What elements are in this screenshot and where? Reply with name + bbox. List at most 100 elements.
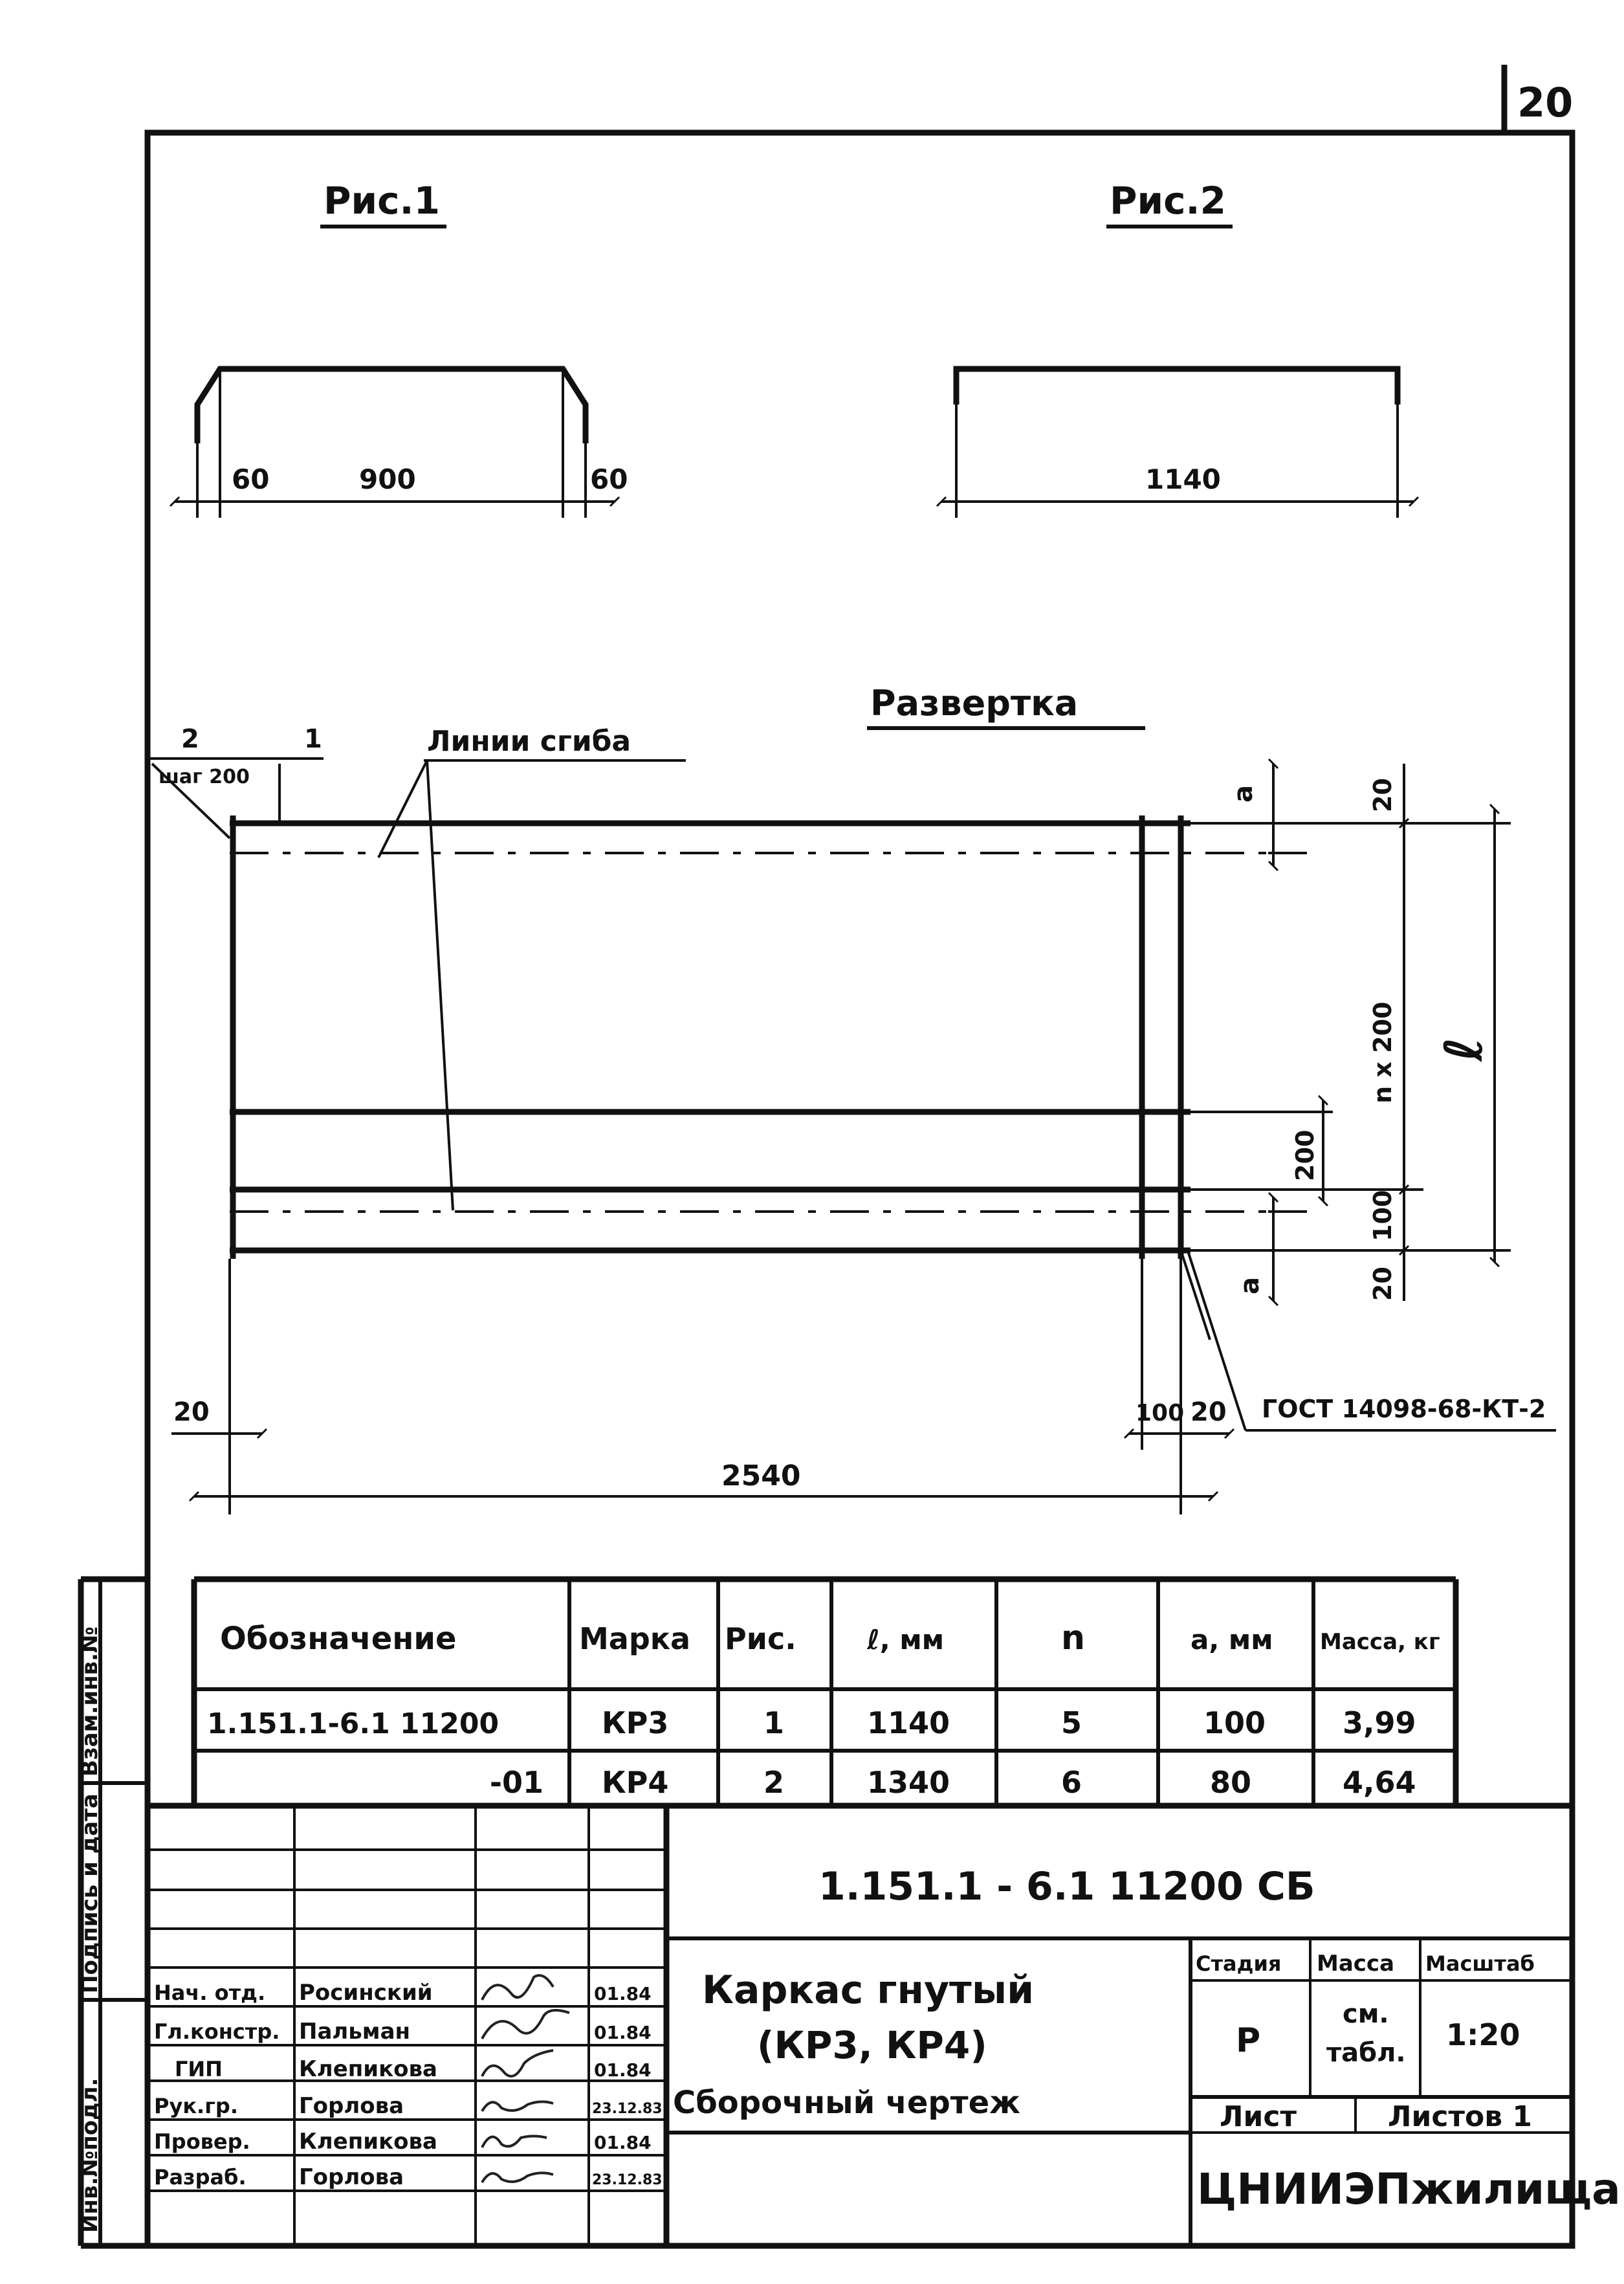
stamp-inv-no: Инв.№подл. <box>77 2078 103 2233</box>
person-role: Нач. отд. <box>154 1980 265 2005</box>
row1-length: 1140 <box>867 1705 950 1740</box>
person-row: Провер. Клепикова 01.84 <box>154 2129 652 2155</box>
person-signature <box>481 2171 554 2184</box>
stamp-signature-date: Подпись и дата <box>77 1793 103 1993</box>
fig2-dim: 1140 <box>1145 463 1221 495</box>
th-mark: Марка <box>579 1621 690 1656</box>
pitch-label: шаг 200 <box>159 766 250 788</box>
person-date: 01.84 <box>594 2022 652 2043</box>
mass-header: Масса <box>1317 1951 1394 1977</box>
th-designation: Обозначение <box>220 1621 457 1657</box>
mass-value-line1: см. <box>1343 1999 1389 2029</box>
fig2: Рис.2 1140 <box>936 179 1420 518</box>
dim-20-top: 20 <box>1368 778 1397 812</box>
person-signature <box>481 1974 554 2001</box>
person-date: 01.84 <box>594 2059 652 2081</box>
page-number-box: 20 <box>1501 65 1573 136</box>
person-role: Гл.констр. <box>154 2019 280 2044</box>
sheet-label: Лист <box>1220 2100 1297 2133</box>
dim-20-bottom-right: 20 <box>1191 1397 1227 1427</box>
row2-a: 80 <box>1210 1765 1251 1800</box>
person-date: 23.12.83 <box>592 2101 663 2117</box>
mass-value-line2: табл. <box>1326 2038 1406 2068</box>
fig1-title: Рис.1 <box>324 179 440 223</box>
sheets-label: Листов 1 <box>1388 2100 1532 2133</box>
person-row: Разраб. Горлова 23.12.83 <box>154 2164 663 2190</box>
development-title: Развертка <box>870 683 1078 724</box>
dim-100-right: 100 <box>1368 1190 1397 1241</box>
fig2-frame-shape <box>953 366 1401 405</box>
dim-a-top: a <box>1229 785 1258 803</box>
th-mass: Масса, кг <box>1320 1629 1440 1655</box>
th-n: n <box>1061 1619 1085 1658</box>
title-block: 1.151.1 - 6.1 11200 СБ Каркас гнутый (КР… <box>148 1802 1621 2246</box>
doc-name-line2: (КР3, КР4) <box>757 2023 987 2067</box>
person-date: 01.84 <box>594 2132 652 2153</box>
organization: ЦНИИЭПжилища <box>1197 2164 1621 2214</box>
development-view: Развертка Линии сгиба 2 1 шаг 200 <box>148 683 1556 1514</box>
row1-mark: КР3 <box>602 1705 668 1740</box>
sheet-frame <box>144 129 1575 2249</box>
dim-200: 200 <box>1291 1130 1319 1181</box>
person-row: Нач. отд. Росинский 01.84 <box>154 1974 652 2006</box>
stamp-replaced-inv: Взам.инв.№ <box>77 1626 103 1777</box>
fig2-title: Рис.2 <box>1110 179 1226 223</box>
th-fig: Рис. <box>725 1621 796 1656</box>
fig1-frame-shape <box>194 366 589 443</box>
row2-n: 6 <box>1061 1765 1082 1800</box>
row2-fig: 2 <box>763 1765 784 1800</box>
bar-position-1: 1 <box>304 724 322 754</box>
spec-table: Обозначение Марка Рис. ℓ, мм n a, мм Мас… <box>191 1576 1459 1806</box>
fig1-dim-left: 60 <box>232 463 269 495</box>
scale-header: Масштаб <box>1425 1951 1535 1976</box>
doc-name-line1: Каркас гнутый <box>702 1968 1034 2013</box>
row2-length: 1340 <box>867 1765 950 1800</box>
scale-value: 1:20 <box>1446 2017 1520 2052</box>
dim-n200: n x 200 <box>1368 1002 1397 1103</box>
row2-designation: -01 <box>490 1765 543 1800</box>
person-name: Клепикова <box>299 2129 437 2155</box>
dim-a-bottom: a <box>1235 1277 1265 1294</box>
doc-name-line3: Сборочный чертеж <box>673 2085 1020 2121</box>
row1-n: 5 <box>1061 1705 1082 1740</box>
th-length: ℓ, мм <box>866 1624 944 1656</box>
person-role: ГИП <box>175 2057 223 2081</box>
dim-100-bottom: 100 <box>1136 1400 1184 1426</box>
person-signature <box>481 2100 554 2112</box>
person-role: Провер. <box>154 2129 250 2154</box>
row2-mass: 4,64 <box>1343 1765 1416 1800</box>
stage-value: Р <box>1236 2021 1260 2060</box>
person-date: 23.12.83 <box>592 2172 663 2188</box>
row2-mark: КР4 <box>602 1765 668 1800</box>
weld-note: ГОСТ 14098-68-КТ-2 <box>1262 1395 1546 1423</box>
person-role: Рук.гр. <box>154 2094 238 2118</box>
row1-mass: 3,99 <box>1343 1705 1416 1740</box>
person-row: Гл.констр. Пальман 01.84 <box>154 2009 652 2045</box>
bend-lines-label: Линии сгиба <box>427 725 631 758</box>
person-name: Горлова <box>299 2093 404 2119</box>
fig1: Рис.1 60 900 60 <box>169 179 628 518</box>
dim-l: ℓ <box>1434 1037 1494 1063</box>
bar-position-2: 2 <box>181 724 199 754</box>
side-stamp: Инв.№подл. Подпись и дата Взам.инв.№ <box>77 1576 148 2249</box>
doc-code: 1.151.1 - 6.1 11200 СБ <box>818 1864 1315 1909</box>
person-row: ГИП Клепикова 01.84 <box>175 2049 652 2082</box>
row1-a: 100 <box>1203 1705 1266 1740</box>
dim-20-bottom: 20 <box>1368 1267 1397 1301</box>
th-a: a, мм <box>1191 1624 1273 1656</box>
person-date: 01.84 <box>594 1983 652 2004</box>
person-name: Горлова <box>299 2164 404 2190</box>
person-signature <box>481 2134 547 2148</box>
page-number: 20 <box>1517 79 1573 126</box>
person-row: Рук.гр. Горлова 23.12.83 <box>154 2093 663 2119</box>
stage-header: Стадия <box>1196 1951 1281 1976</box>
dim-20-left: 20 <box>173 1397 210 1427</box>
person-name: Клепикова <box>299 2056 437 2082</box>
row1-designation: 1.151.1-6.1 11200 <box>207 1707 499 1740</box>
person-signature <box>481 2049 554 2078</box>
person-role: Разраб. <box>154 2165 247 2190</box>
person-name: Росинский <box>299 1980 433 2006</box>
fig1-dim-right: 60 <box>590 463 628 495</box>
row1-fig: 1 <box>763 1705 784 1740</box>
